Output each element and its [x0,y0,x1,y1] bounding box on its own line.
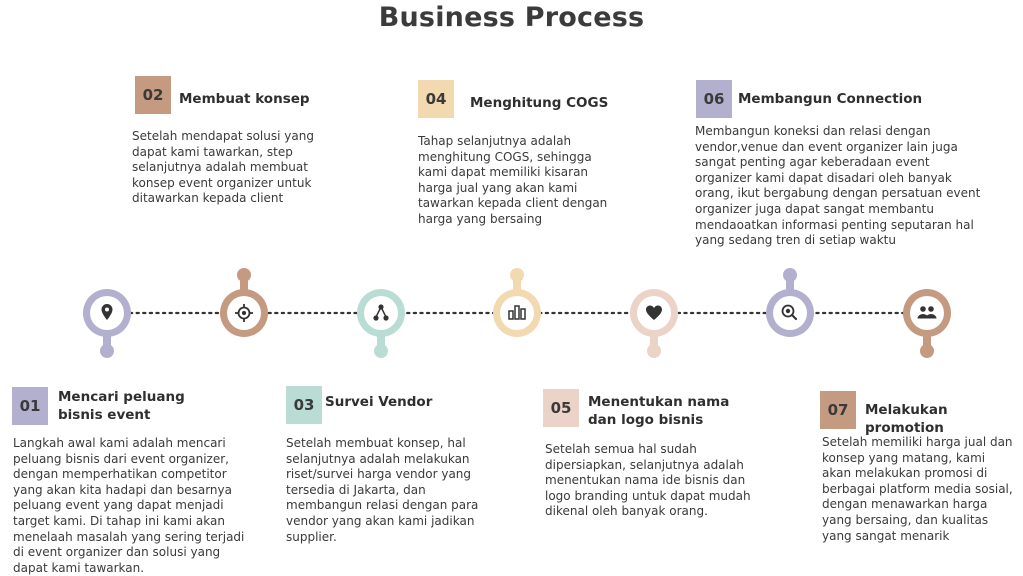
step-title-07: Melakukan promotion [865,402,948,436]
step-number-06: 06 [696,80,732,118]
step-desc-03: Setelah membuat konsep, hal selanjutnya … [286,436,479,544]
step-number-05: 05 [543,389,579,427]
step-number-07: 07 [820,391,856,429]
bar-chart-icon [508,305,526,320]
timeline-node-07 [903,289,951,358]
crosshair-icon [235,304,253,322]
step-title-04: Menghitung COGS [470,95,609,111]
step-title-02: Membuat konsep [179,91,310,107]
people-icon [917,306,937,319]
timeline-node-02 [220,268,268,337]
timeline-node-06 [766,268,814,337]
heart-icon [646,305,662,320]
timeline-node-01 [83,289,131,358]
step-desc-02: Setelah mendapat solusi yang dapat kami … [132,129,314,206]
step-desc-07: Setelah memiliki harga jual dan konsep y… [822,435,1013,543]
step-number-01: 01 [12,387,48,425]
location-pin-icon [101,304,113,320]
timeline-node-03 [357,289,405,358]
step-desc-04: Tahap selanjutnya adalah menghitung COGS… [418,134,608,226]
step-title-05: Menentukan nama dan logo bisnis [588,394,730,428]
step-title-01: Mencari peluang bisnis event [58,389,185,423]
page-title: Business Process [378,2,645,33]
step-title-06: Membangun Connection [738,91,923,107]
step-number-02: 02 [135,76,171,114]
step-number-03: 03 [286,386,322,424]
step-desc-01: Langkah awal kami adalah mencari peluang… [13,436,245,575]
step-number-04: 04 [418,80,454,118]
timeline-node-04 [493,268,541,337]
timeline-node-05 [630,289,678,358]
step-desc-05: Setelah semua hal sudah dipersiapkan, se… [545,442,751,519]
network-nodes-icon [373,304,389,321]
step-desc-06: Membangun koneksi dan relasi dengan vend… [695,124,981,248]
step-title-03: Survei Vendor [325,394,433,410]
magnifier-icon [781,304,798,321]
